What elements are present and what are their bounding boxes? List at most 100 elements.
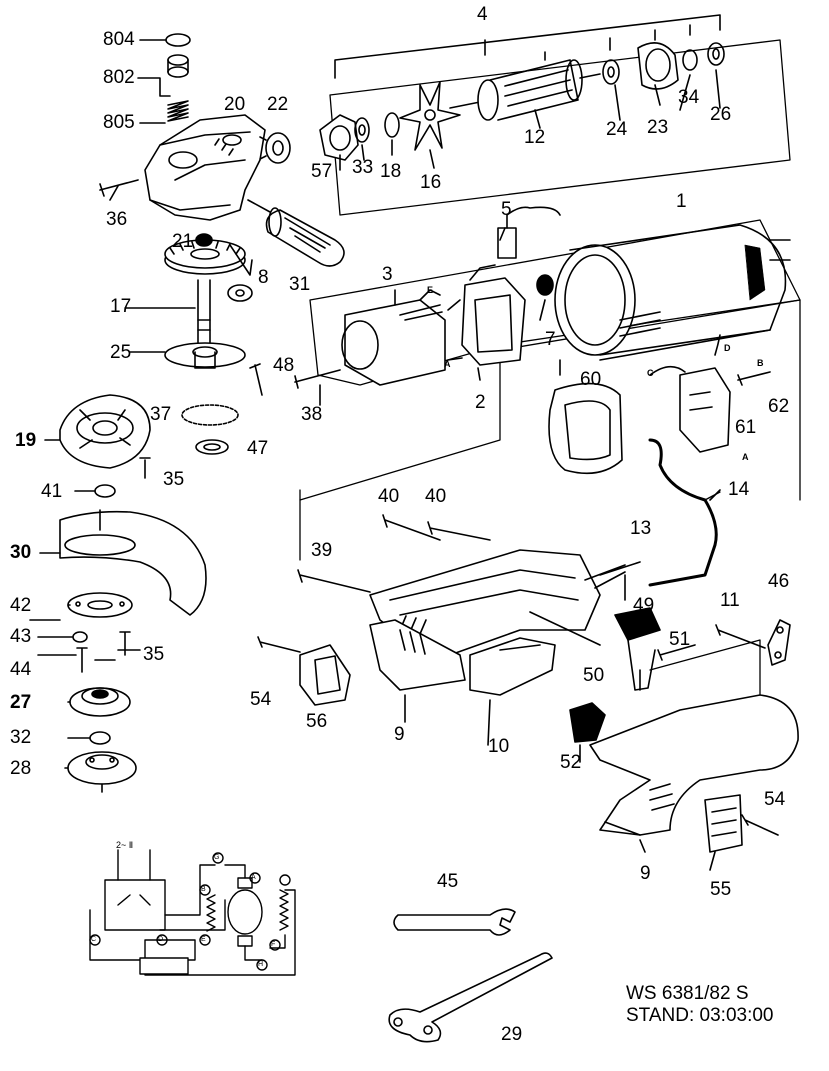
bearing-34 [683,50,697,70]
part-label-41: 41 [41,481,63,502]
part-label-50: 50 [583,665,605,686]
gear-head-20 [145,115,265,220]
button-52 [570,703,605,742]
lead-mark-d: D [724,343,731,353]
part-label-1: 1 [676,191,687,212]
part-label-60: 60 [580,369,602,390]
nut-32 [90,732,110,744]
part-label-35b: 35 [143,644,165,665]
part-label-28: 28 [10,758,32,779]
part-label-9b: 9 [640,863,651,884]
flange-25 [165,343,245,368]
screw-35a [140,458,150,478]
part-label-48: 48 [273,355,295,376]
part-label-49: 49 [633,595,655,616]
pin-802 [168,55,188,77]
lead-mark-b: B [757,358,764,368]
spring-805 [168,101,188,121]
motor-housing-1 [555,225,790,360]
part-label-34: 34 [678,87,700,108]
part-label-40b: 40 [425,486,447,507]
bearing-47 [196,440,228,454]
lead-mark-a2: A [742,452,749,462]
part-label-23: 23 [647,117,669,138]
washer-24 [603,60,619,84]
part-label-37: 37 [150,404,172,425]
wiring-e: E [201,936,206,943]
screw-36 [100,180,138,196]
screw-40a [383,515,440,540]
brush-holder-2 [462,265,525,365]
wiring-c: C [91,936,97,943]
screw-62 [738,372,770,385]
screw-44 [77,648,87,672]
part-label-7: 7 [545,329,556,350]
wiring-f: F [271,941,276,948]
cap-56 [300,645,350,705]
part-label-46: 46 [768,571,790,592]
nut-43 [73,632,87,642]
screw-11 [716,625,765,648]
part-label-3: 3 [382,264,393,285]
screw-35b [120,632,130,655]
washer-33 [355,118,369,142]
part-label-30: 30 [10,542,32,563]
bevel-gear-8 [165,234,245,274]
nut-57 [320,115,358,160]
part-label-8: 8 [258,267,269,288]
part-label-39: 39 [311,540,333,561]
cap-55 [705,795,742,852]
part-label-43: 43 [10,626,32,647]
clip-46 [768,620,790,665]
part-label-42: 42 [10,595,32,616]
part-label-25: 25 [110,342,132,363]
part-label-31: 31 [289,274,311,295]
part-label-804: 804 [103,29,135,50]
revision-stand: STAND: 03:03:00 [626,1004,774,1026]
cable-14 [650,440,716,585]
part-label-19: 19 [15,430,37,451]
part-label-12: 12 [524,127,546,148]
wiring-g: G [214,854,220,861]
part-label-55: 55 [710,879,732,900]
part-label-2: 2 [475,392,486,413]
wiring-h: H [258,961,264,968]
bracket-4 [335,15,720,78]
brush-spring-7 [537,275,553,295]
part-label-29: 29 [501,1024,523,1045]
stator-3 [342,290,462,385]
group-frame-armature [330,40,790,215]
part-label-38: 38 [301,404,323,425]
screw-54a [258,637,300,652]
handle-half-9a [370,620,465,690]
switch-61 [650,335,730,452]
part-label-57: 57 [311,161,333,182]
part-label-35a: 35 [163,469,185,490]
part-label-33: 33 [352,157,374,178]
lead-mark-c: C [647,368,654,378]
part-label-32: 32 [10,727,32,748]
part-label-56: 56 [306,711,328,732]
handle-body [370,550,600,655]
part-label-802: 802 [103,67,135,88]
nut-8 [228,285,252,301]
handle-half-9b [590,695,798,835]
screw-48 [250,364,262,395]
side-handle-31 [248,200,344,266]
part-label-14: 14 [728,479,750,500]
part-label-21: 21 [172,231,194,252]
part-label-45: 45 [437,871,459,892]
part-label-51: 51 [669,629,691,650]
part-label-36: 36 [106,209,128,230]
model-number: WS 6381/82 S [626,983,749,1004]
lever-49 [615,608,660,690]
lead-mark-a: A [444,359,451,369]
screw-54b [742,815,778,835]
screw-40b [428,522,490,540]
part-label-47: 47 [247,438,269,459]
wiring-b: B [201,886,206,893]
wrench-45 [394,909,515,935]
part-label-61: 61 [735,417,757,438]
part-label-54b: 54 [764,789,786,810]
